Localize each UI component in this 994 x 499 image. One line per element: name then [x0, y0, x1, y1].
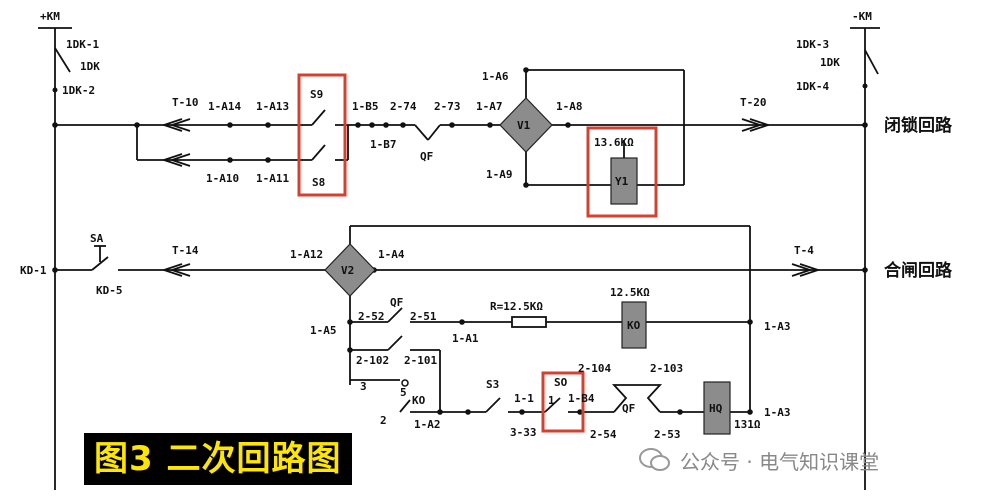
watermark: 公众号 · 电气知识课堂 — [638, 443, 879, 477]
bus-negative — [850, 27, 880, 490]
lbl-a3a: 1-A3 — [764, 320, 791, 333]
lbl-sa: SA — [90, 232, 104, 245]
lbl-dk2: 1DK-2 — [62, 84, 95, 97]
lbl-res1: 13.6KΩ — [594, 136, 634, 149]
v2-rectifier — [324, 243, 376, 297]
lbl-ko2: KO — [412, 394, 426, 407]
arrow-t14 — [161, 263, 191, 277]
highlight-so — [541, 371, 585, 433]
lbl-kd5: KD-5 — [96, 284, 123, 297]
wechat-icon — [639, 448, 670, 471]
lbl-so: SO — [554, 376, 568, 389]
lbl-ko1: KO — [627, 319, 641, 332]
hq-coil — [703, 381, 731, 435]
lbl-v1: V1 — [517, 119, 531, 132]
switch-1dk-left — [52, 47, 71, 93]
lbl-2103: 2-103 — [650, 362, 683, 375]
lbl-dkr: 1DK — [820, 56, 840, 69]
lbl-a11: 1-A11 — [256, 172, 289, 185]
lbl-t10: T-10 — [172, 96, 199, 109]
lbl-2104: 2-104 — [578, 362, 611, 375]
lbl-a14: 1-A14 — [208, 100, 241, 113]
arrow-t10-bottom — [161, 153, 191, 167]
lbl-a12: 1-A12 — [290, 248, 323, 261]
lbl-qf1: QF — [420, 150, 433, 163]
lbl-dk: 1DK — [80, 60, 100, 73]
lbl-3-33: 3-33 — [510, 426, 537, 439]
lbl-kd1: KD-1 — [20, 264, 47, 277]
lbl-s3: S3 — [486, 378, 499, 391]
lbl-a6: 1-A6 — [482, 70, 509, 83]
lbl-a9: 1-A9 — [486, 168, 513, 181]
arrow-t4 — [791, 263, 821, 277]
watermark-text: 公众号 · 电气知识课堂 — [680, 449, 880, 474]
lbl-b7: 1-B7 — [370, 138, 397, 151]
lbl-r: R=12.5KΩ — [490, 300, 543, 313]
lbl-274: 2-74 — [390, 100, 417, 113]
switch-1dk-right — [862, 49, 879, 89]
lbl-3: 3 — [360, 380, 367, 393]
lbl-131ohm: 131Ω — [734, 418, 761, 431]
lbl-t14: T-14 — [172, 244, 199, 257]
lbl-1-1: 1-1 — [514, 392, 534, 405]
v1-rectifier — [499, 97, 553, 153]
lbl-253: 2-53 — [654, 428, 681, 441]
lbl-qf2: QF — [390, 296, 403, 309]
lbl-a5: 1-A5 — [310, 324, 337, 337]
lbl-t20: T-20 — [740, 96, 767, 109]
lbl-a7: 1-A7 — [476, 100, 503, 113]
lbl-b4: 1-B4 — [568, 392, 595, 405]
section-close-label: 合闸回路 — [884, 260, 953, 281]
figure-caption: 图3 二次回路图 — [84, 433, 352, 485]
lbl-y1: Y1 — [615, 175, 629, 188]
close-loop-wires — [55, 225, 865, 413]
section-lock-label: 闭锁回路 — [884, 115, 953, 136]
lbl-dk4: 1DK-4 — [796, 80, 829, 93]
lock-loop-junctions — [52, 67, 868, 188]
bus-positive-label: +KM — [40, 10, 60, 23]
lbl-qf3: QF — [622, 402, 635, 415]
lbl-a10: 1-A10 — [206, 172, 239, 185]
lbl-2101: 2-101 — [404, 354, 437, 367]
lbl-252: 2-52 — [358, 310, 385, 323]
bus-negative-label: -KM — [852, 10, 872, 23]
highlight-y1 — [586, 126, 658, 218]
lbl-dk1: 1DK-1 — [66, 38, 99, 51]
lbl-t4: T-4 — [794, 244, 814, 257]
lbl-2: 2 — [380, 414, 387, 427]
arrow-t10-top — [161, 118, 191, 132]
lbl-res2: 12.5KΩ — [610, 286, 650, 299]
lbl-1: 1 — [548, 394, 555, 407]
lbl-hq: HQ — [709, 402, 723, 415]
lbl-254: 2-54 — [590, 428, 617, 441]
lbl-a13: 1-A13 — [256, 100, 289, 113]
lbl-a4: 1-A4 — [378, 248, 405, 261]
lbl-v2: V2 — [341, 264, 354, 277]
lbl-273: 2-73 — [434, 100, 461, 113]
lbl-a8: 1-A8 — [556, 100, 583, 113]
diagram-labels: 1DK-1 1DK 1DK-2 1DK-3 1DK 1DK-4 闭锁回路 合闸回… — [20, 38, 953, 441]
highlight-s9-s8 — [297, 73, 347, 197]
lbl-251: 2-51 — [410, 310, 437, 323]
lbl-5: 5 — [400, 386, 407, 399]
lbl-s8: S8 — [312, 176, 325, 189]
lbl-dk3: 1DK-3 — [796, 38, 829, 51]
arrow-t20 — [741, 118, 771, 132]
lbl-s9: S9 — [310, 88, 323, 101]
lbl-a1: 1-A1 — [452, 332, 479, 345]
lbl-2102: 2-102 — [356, 354, 389, 367]
lbl-a3b: 1-A3 — [764, 406, 791, 419]
lbl-a2: 1-A2 — [414, 418, 441, 431]
ko-coil — [621, 301, 647, 349]
lock-loop-wires — [55, 69, 865, 186]
lbl-b5: 1-B5 — [352, 100, 379, 113]
bus-positive — [38, 27, 72, 490]
